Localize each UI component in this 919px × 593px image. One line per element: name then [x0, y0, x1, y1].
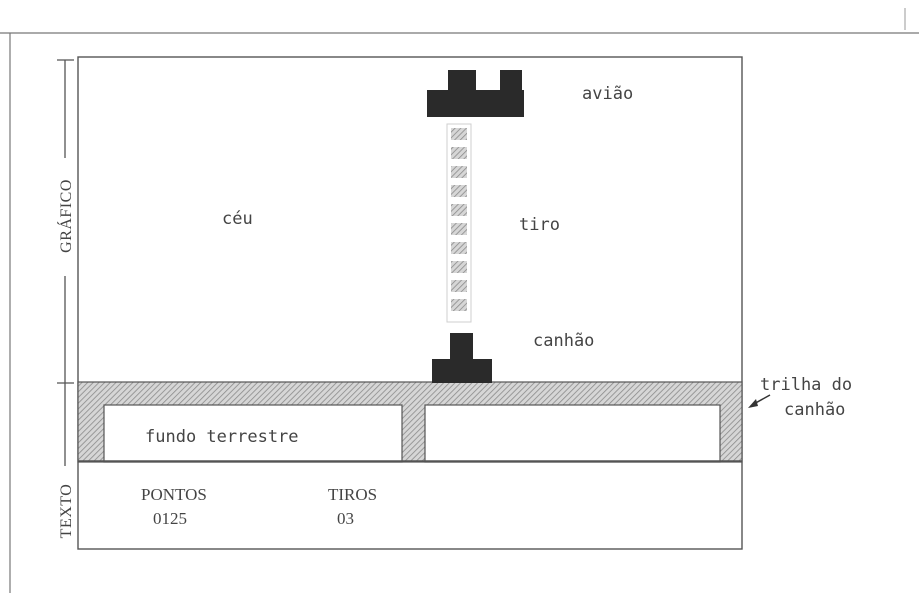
points-value: 0125	[153, 509, 187, 528]
arrow-icon	[748, 394, 771, 408]
shots-label: TIROS	[328, 485, 377, 504]
points-label: PONTOS	[141, 485, 207, 504]
airplane-label: avião	[582, 84, 633, 104]
text-area-label: TEXTO	[58, 484, 75, 539]
cannon-track-label-line1: trilha do	[760, 375, 852, 395]
side-bracket	[52, 59, 78, 556]
cannon-label: canhão	[533, 331, 594, 351]
ground-background-box-right	[424, 404, 721, 463]
shots-value: 03	[337, 509, 354, 528]
ground-background-box	[103, 404, 403, 463]
graphics-area-label: GRÁFICO	[56, 179, 75, 253]
shot-sprite	[446, 123, 472, 323]
ground-background-label: fundo terrestre	[145, 427, 299, 447]
screen-frame	[77, 56, 743, 550]
shot-label: tiro	[519, 215, 560, 235]
cannon-sprite	[432, 333, 492, 383]
ground-band	[77, 381, 743, 463]
airplane-sprite	[427, 70, 524, 117]
sky-label: céu	[222, 209, 253, 229]
cannon-track-label-line2: canhão	[784, 400, 845, 420]
